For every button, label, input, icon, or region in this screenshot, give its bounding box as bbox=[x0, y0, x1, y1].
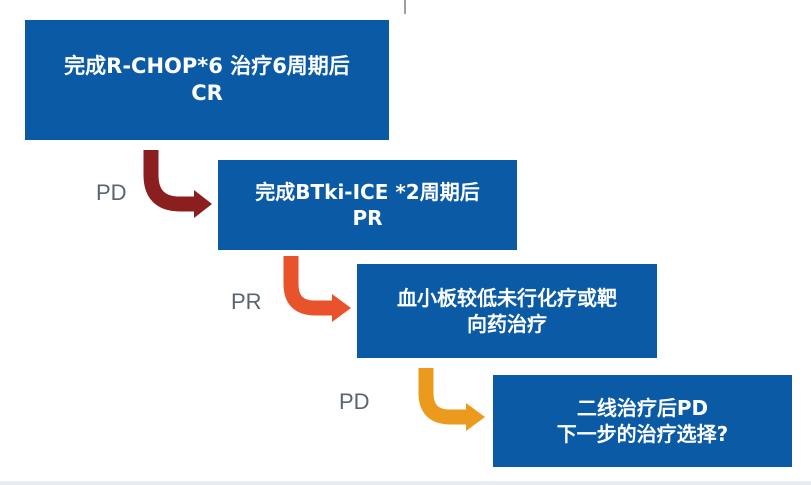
step-2-line-2: PR bbox=[352, 206, 383, 230]
step-box-4: 二线治疗后PD 下一步的治疗选择? bbox=[493, 375, 792, 467]
arrow-2-shaft bbox=[283, 256, 334, 316]
step-4-line-2: 下一步的治疗选择? bbox=[556, 422, 729, 446]
top-divider-line bbox=[404, 0, 406, 14]
arrow-2-head bbox=[332, 294, 351, 322]
step-4-line-1: 二线治疗后PD bbox=[576, 396, 709, 420]
step-1-line-2: CR bbox=[191, 81, 223, 105]
step-1-line-1: 完成R-CHOP*6 治疗6周期后 bbox=[64, 53, 350, 78]
arrow-3 bbox=[418, 368, 485, 431]
step-box-3: 血小板较低未行化疗或靶 向药治疗 bbox=[357, 264, 657, 358]
arrow-1-head bbox=[194, 190, 212, 218]
bottom-strip bbox=[0, 481, 811, 485]
transition-label-2: PR bbox=[231, 289, 262, 314]
arrow-2 bbox=[283, 256, 351, 322]
step-3-line-2: 向药治疗 bbox=[467, 312, 547, 336]
arrow-3-head bbox=[466, 403, 485, 431]
transition-label-3: PD bbox=[339, 389, 370, 414]
step-box-2: 完成BTki-ICE *2周期后 PR bbox=[218, 160, 517, 250]
step-2-line-1: 完成BTki-ICE *2周期后 bbox=[255, 180, 480, 204]
arrow-1 bbox=[143, 150, 212, 218]
step-3-line-1: 血小板较低未行化疗或靶 bbox=[397, 286, 617, 310]
arrow-1-shaft bbox=[143, 150, 196, 212]
transition-label-1: PD bbox=[96, 180, 127, 205]
step-box-1: 完成R-CHOP*6 治疗6周期后 CR bbox=[25, 20, 389, 140]
arrow-3-shaft bbox=[418, 368, 468, 425]
